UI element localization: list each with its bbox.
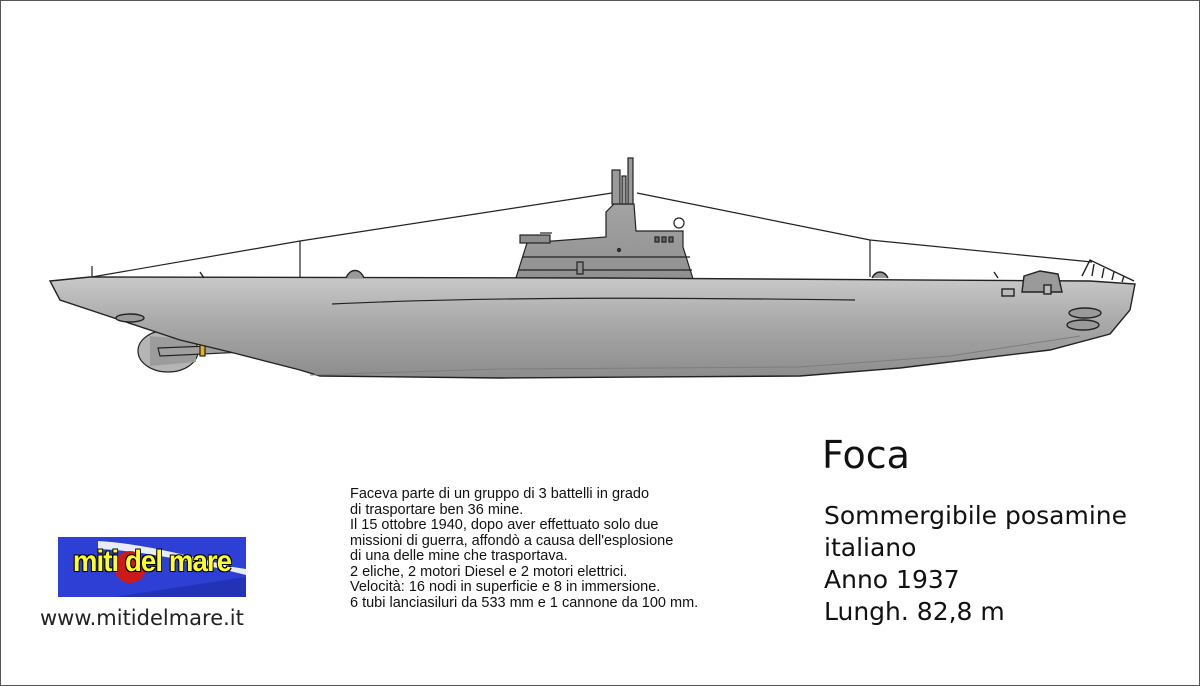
description-line: Faceva parte di un gruppo di 3 battelli … (350, 486, 650, 502)
website-url[interactable]: www.mitidelmare.it (40, 606, 244, 630)
conning-tower (513, 157, 695, 285)
antenna-wires (91, 192, 1093, 278)
spec-length: Lungh. 82,8 m (824, 597, 1005, 626)
description-line: Velocità: 16 nodi in superficie e 8 in i… (350, 579, 661, 595)
description-line: di una delle mine che trasportava. (350, 548, 568, 564)
description-line: di trasportare ben 36 mine. (350, 501, 524, 518)
description-line: missioni di guerra, affondò a causa dell… (350, 532, 674, 549)
miti-del-mare-logo: miti del mare (58, 537, 246, 597)
hull (48, 259, 1136, 379)
spec-year: Anno 1937 (824, 565, 960, 594)
description-line: 2 eliche, 2 motori Diesel e 2 motori ele… (350, 563, 628, 580)
ship-specs: Sommergibile posamine italiano Anno 1937… (824, 500, 1127, 628)
logo-background-art (98, 541, 246, 597)
description-line: 6 tubi lanciasiluri da 533 mm e 1 cannon… (350, 594, 699, 611)
history-description: Faceva parte di un gruppo di 3 battelli … (350, 486, 699, 611)
spec-type-line2: italiano (824, 533, 917, 562)
logo-text: miti del mare (72, 545, 232, 578)
spec-type-line1: Sommergibile posamine (824, 501, 1128, 530)
ship-name: Foca (822, 433, 910, 477)
description-line: Il 15 ottobre 1940, dopo aver effettuato… (350, 517, 659, 533)
